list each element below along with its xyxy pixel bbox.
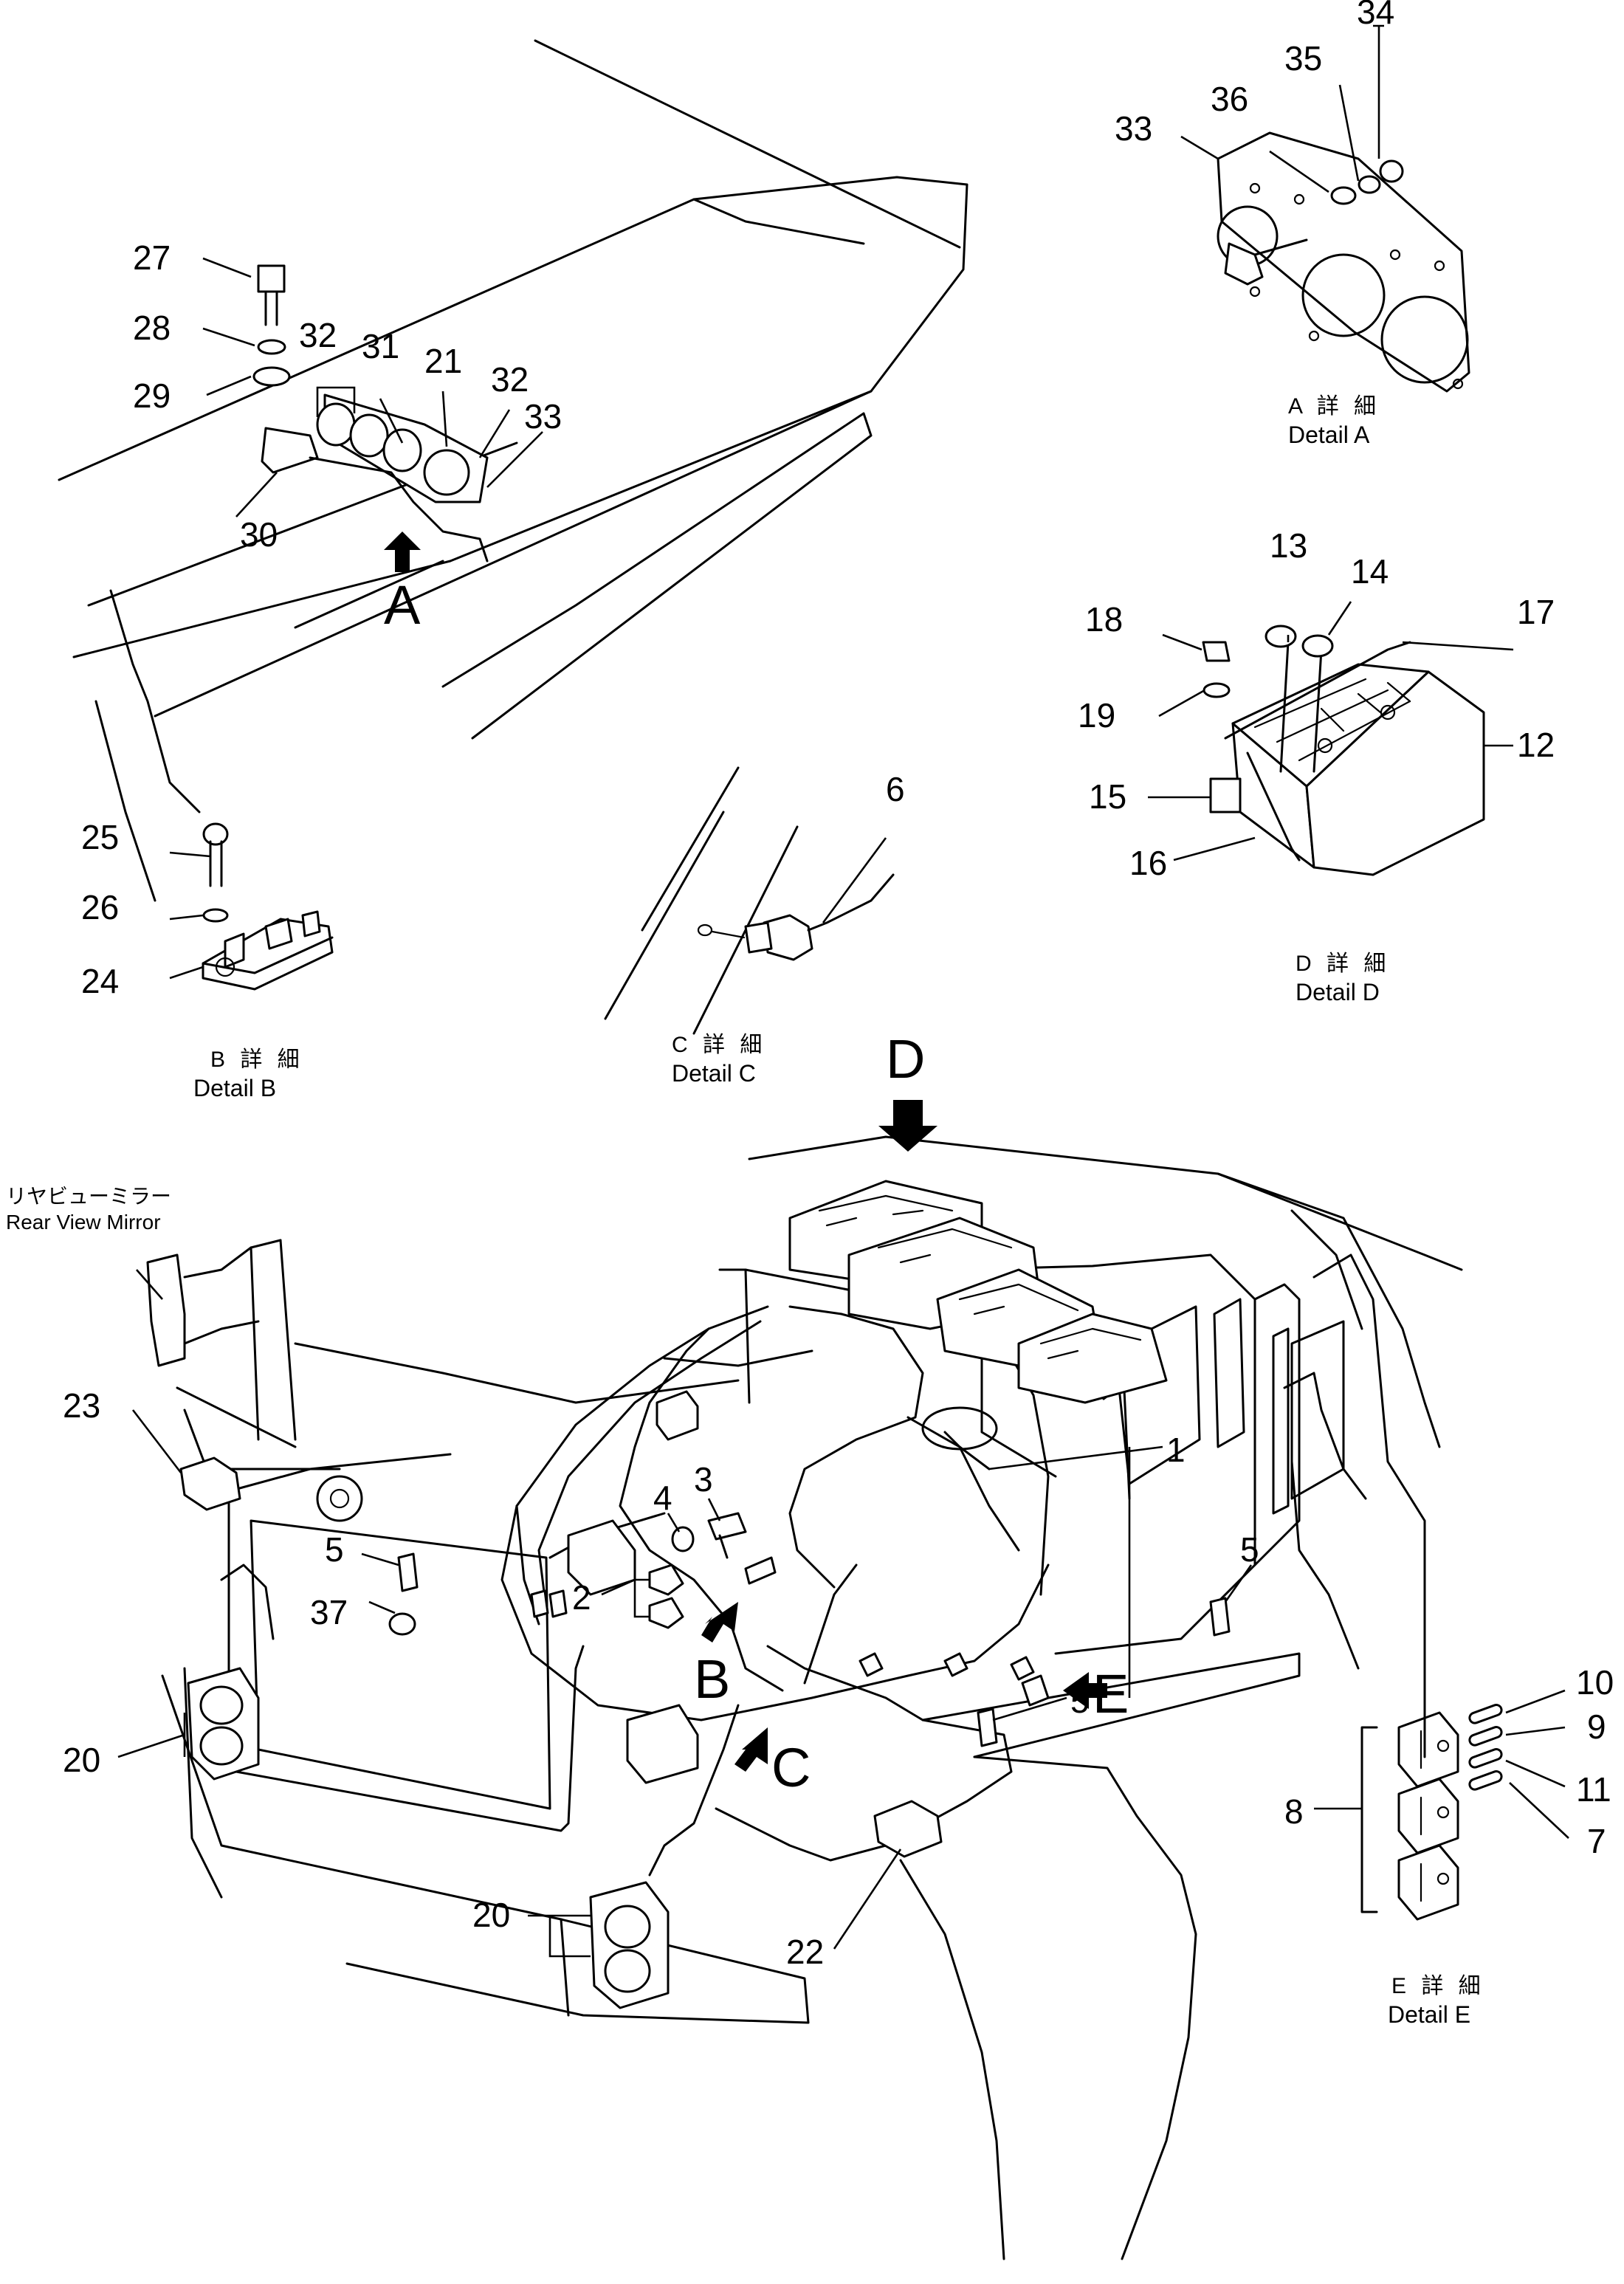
callout-17: 17	[1517, 593, 1555, 631]
boom-outline	[58, 39, 968, 1035]
view-arrow-e	[1063, 1672, 1107, 1709]
detail-c-caption-jp: C 詳 細	[672, 1033, 766, 1057]
detail-a-caption-en: Detail A	[1288, 422, 1370, 448]
callout-10: 10	[1576, 1663, 1614, 1702]
detail-e-caption-jp: E 詳 細	[1391, 1974, 1485, 1998]
callout-25: 25	[81, 818, 119, 856]
battery-group	[788, 1180, 1168, 1404]
callout-32b: 32	[491, 360, 529, 399]
callout-24: 24	[81, 962, 119, 1000]
view-letter-a: A	[384, 574, 421, 636]
callout-13: 13	[1270, 526, 1307, 565]
callout-16: 16	[1129, 844, 1167, 882]
callout-33b: 33	[524, 397, 562, 436]
view-letter-d: D	[886, 1028, 925, 1090]
callout-19: 19	[1078, 696, 1115, 735]
detail-d-caption-jp: D 詳 細	[1296, 952, 1390, 976]
leader-lines	[117, 24, 1569, 1958]
detail-c-sensor	[697, 873, 895, 961]
view-letter-e: E	[1093, 1663, 1129, 1724]
callout-23: 23	[63, 1386, 100, 1425]
view-arrow-c	[734, 1727, 768, 1772]
detail-b-caption-en: Detail B	[193, 1075, 276, 1101]
callout-5a: 5	[325, 1530, 344, 1569]
view-letter-c: C	[771, 1737, 811, 1798]
callout-29: 29	[133, 376, 171, 415]
detail-b-caption-jp: B 詳 細	[210, 1048, 304, 1072]
callout-26: 26	[81, 888, 119, 926]
detail-a-bracket	[252, 264, 489, 572]
callout-27: 27	[133, 238, 171, 277]
callout-3: 3	[694, 1460, 713, 1499]
view-arrow-b	[701, 1602, 738, 1643]
callout-2: 2	[572, 1578, 591, 1617]
detail-d-battery	[1202, 625, 1485, 876]
callout-32a: 32	[299, 316, 337, 354]
view-arrow-d	[878, 1100, 937, 1152]
detail-a-panel	[1217, 131, 1470, 393]
callout-22: 22	[786, 1933, 824, 1971]
detail-d-caption-en: Detail D	[1296, 979, 1380, 1005]
detail-e-connectors	[1360, 1704, 1503, 1921]
detail-a-caption-jp: A 詳 細	[1288, 394, 1380, 419]
callout-12: 12	[1517, 726, 1555, 764]
callout-15: 15	[1089, 777, 1126, 816]
callout-33a: 33	[1115, 109, 1152, 148]
detail-captions: A 詳 細 Detail A D 詳 細 Detail D B 詳 細 Deta…	[6, 394, 1485, 2028]
callout-34: 34	[1357, 0, 1394, 31]
callout-4: 4	[653, 1479, 672, 1517]
callout-20a: 20	[63, 1741, 100, 1779]
view-letters: A D B E C	[384, 574, 1129, 1798]
detail-c-caption-en: Detail C	[672, 1060, 756, 1087]
mirror-label-jp: リヤビューミラー	[6, 1185, 171, 1208]
callout-14: 14	[1351, 552, 1389, 591]
callout-8: 8	[1284, 1792, 1304, 1831]
callout-36: 36	[1211, 80, 1248, 118]
callout-20b: 20	[472, 1896, 510, 1934]
callout-9: 9	[1587, 1707, 1606, 1746]
machine-components	[146, 1239, 1231, 2009]
callout-28: 28	[133, 309, 171, 347]
callout-5b: 5	[1240, 1530, 1259, 1569]
callout-21: 21	[424, 342, 462, 380]
callout-35: 35	[1284, 39, 1322, 78]
callout-6: 6	[886, 770, 905, 808]
callout-37: 37	[310, 1593, 348, 1631]
view-letter-b: B	[694, 1648, 730, 1710]
callout-5c: 5	[1070, 1682, 1090, 1720]
callout-18: 18	[1085, 600, 1123, 639]
callout-31: 31	[362, 327, 399, 365]
callout-7: 7	[1587, 1822, 1606, 1860]
detail-b-terminal	[202, 822, 334, 991]
mirror-label-en: Rear View Mirror	[6, 1211, 161, 1234]
callout-1: 1	[1166, 1431, 1186, 1469]
callout-30: 30	[240, 515, 278, 554]
view-arrows	[701, 1100, 1107, 1772]
detail-e-caption-en: Detail E	[1388, 2001, 1470, 2028]
callout-numbers: 34 35 36 33 27 28 29 30 32 31 21 32 33 1…	[63, 0, 1614, 1971]
callout-11: 11	[1576, 1770, 1611, 1809]
